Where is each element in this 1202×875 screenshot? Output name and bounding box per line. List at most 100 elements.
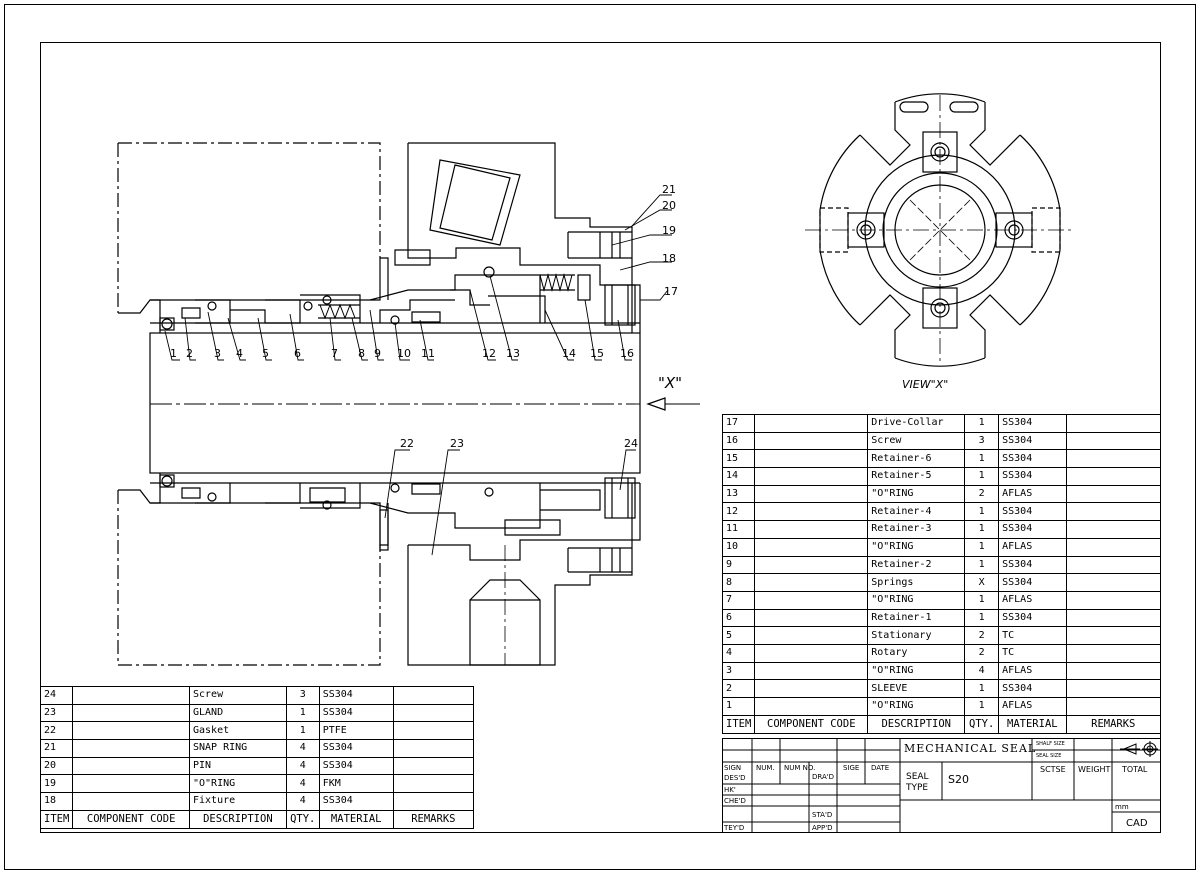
callout-18: 18 [662, 252, 676, 265]
callout-16: 16 [620, 347, 634, 360]
bom-cell-item: 1 [721, 697, 756, 716]
gland-bottom [407, 483, 633, 666]
bom-cell-rem [1065, 537, 1162, 557]
bom-cell-desc: GLAND [189, 703, 287, 723]
bom-cell-item: 17 [721, 414, 756, 433]
bom-cell-qty: 3 [285, 686, 320, 705]
bom-cell-rem [1065, 555, 1162, 575]
seal-type-value: S20 [948, 773, 969, 786]
bom-cell-qty: 4 [285, 792, 320, 811]
bom-cell-code [754, 608, 869, 628]
bom-cell-qty: 2 [964, 626, 1000, 645]
bom-cell-desc: "O"RING [189, 774, 287, 794]
bom-cell-desc: Rotary [867, 643, 966, 663]
shalf-size-label: SHALF SIZE [1036, 741, 1065, 747]
bom-cell-qty: 1 [964, 679, 1000, 698]
bom-cell-desc: Retainer-2 [867, 555, 966, 575]
bom-cell-rem [1065, 484, 1162, 504]
bom-cell-code [754, 537, 869, 557]
callout-21: 21 [662, 183, 676, 196]
bom-cell-desc: PIN [189, 756, 287, 776]
bom-cell-mat: SS304 [998, 449, 1067, 469]
bom-cell-code [72, 686, 190, 705]
bom-cell-desc: Screw [189, 686, 287, 705]
callout-22: 22 [400, 437, 414, 450]
housing-outline-bottom [118, 545, 381, 666]
callout-19: 19 [662, 224, 676, 237]
bom-cell-qty: 4 [285, 774, 320, 794]
bom-cell-desc: Retainer-4 [867, 502, 966, 522]
callout-7: 7 [331, 347, 338, 360]
bom-cell-rem [1065, 679, 1162, 698]
bom-cell-rem [1065, 573, 1162, 592]
bom-cell-qty: 2 [964, 643, 1000, 663]
bom-cell-mat: TC [998, 626, 1067, 645]
sheet-outer-border [4, 4, 1196, 870]
bom-cell-rem [1065, 590, 1162, 610]
callout-9: 9 [374, 347, 381, 360]
num-no-label: NUM NO. [784, 764, 816, 772]
bom-cell-item: 11 [721, 520, 756, 539]
bom-cell-mat: SS304 [998, 467, 1067, 486]
bom-cell-qty: 4 [285, 756, 320, 776]
bom-cell-item: 4 [721, 643, 756, 663]
bom-cell-desc: Stationary [867, 626, 966, 645]
bom-cell-mat: SS304 [998, 679, 1067, 698]
bom-cell-desc: "O"RING [867, 697, 966, 716]
bom-cell-rem [392, 774, 475, 794]
callout-4: 4 [236, 347, 243, 360]
unit-label: mm [1115, 803, 1129, 811]
bom-cell-mat: SS304 [318, 739, 394, 758]
bom-cell-code [754, 555, 869, 575]
callout-14: 14 [562, 347, 576, 360]
bom-cell-mat: SS304 [318, 703, 394, 723]
bom-cell-item: 6 [721, 608, 756, 628]
bom-cell-mat: SS304 [318, 792, 394, 811]
bom-cell-item: 2 [721, 679, 756, 698]
bom-cell-item: 23 [39, 703, 74, 723]
bom-cell-mat: FKM [318, 774, 394, 794]
bom-cell-desc: Retainer-1 [867, 608, 966, 628]
bom-header-code: COMPONENT CODE [72, 809, 190, 829]
bom-cell-mat: AFLAS [998, 537, 1067, 557]
bom-cell-mat: AFLAS [998, 697, 1067, 716]
bom-cell-desc: "O"RING [867, 537, 966, 557]
bom-cell-rem [1065, 449, 1162, 469]
bom-cell-code [754, 520, 869, 539]
bom-header-desc: DESCRIPTION [867, 714, 966, 734]
bom-cell-qty: 1 [964, 697, 1000, 716]
bom-cell-item: 3 [721, 661, 756, 681]
bom-cell-item: 10 [721, 537, 756, 557]
bom-cell-mat: SS304 [998, 520, 1067, 539]
bom-cell-code [754, 414, 869, 433]
bom-cell-code [72, 756, 190, 776]
bom-cell-desc: "O"RING [867, 661, 966, 681]
bom-cell-qty: 2 [964, 484, 1000, 504]
bom-header-desc: DESCRIPTION [189, 809, 287, 829]
callout-6: 6 [294, 347, 301, 360]
sctse-label: SCTSE [1040, 765, 1066, 774]
bom-cell-desc: Drive-Collar [867, 414, 966, 433]
drad-label: DRA'D [812, 773, 835, 781]
bom-cell-rem [392, 721, 475, 741]
bom-cell-desc: Fixture [189, 792, 287, 811]
cad-label: CAD [1126, 818, 1148, 829]
gland-top [408, 142, 633, 333]
bom-cell-desc: Retainer-3 [867, 520, 966, 539]
bom-cell-code [754, 431, 869, 451]
bom-cell-code [72, 721, 190, 741]
bom-cell-desc: "O"RING [867, 590, 966, 610]
hk-label: HK' [724, 786, 736, 794]
